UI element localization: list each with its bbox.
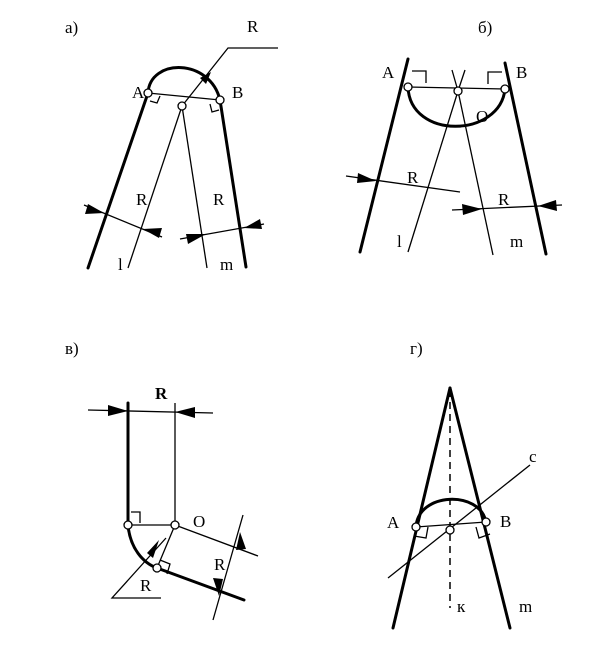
panel-b-point-center bbox=[453, 86, 463, 96]
panel-v: в) R O R R bbox=[65, 339, 259, 621]
panel-b-right-angle-b bbox=[487, 71, 502, 84]
panel-g-line-m-label: m bbox=[519, 597, 532, 616]
panel-b-point-o-label: O bbox=[476, 107, 488, 126]
panel-a-line-m-label: m bbox=[220, 255, 233, 274]
panel-a-point-b-label: B bbox=[232, 83, 243, 102]
panel-b-left-line bbox=[358, 57, 410, 254]
panel-g-chord bbox=[415, 521, 487, 528]
panel-b-label: б) bbox=[478, 18, 492, 37]
panel-g-right-angle-a bbox=[413, 526, 429, 539]
panel-v-parallel-inclined bbox=[174, 524, 259, 557]
panel-v-right-angle-2 bbox=[159, 559, 171, 575]
panel-a-dim-right-arrow2 bbox=[244, 219, 262, 229]
panel-v-dim-right-arrow1 bbox=[236, 532, 246, 550]
panel-v-radius-label-bottom: R bbox=[140, 576, 152, 595]
panel-g-label: г) bbox=[410, 339, 423, 358]
panel-a-dim-left-arrow1 bbox=[85, 204, 104, 214]
panel-v-point-o-label: O bbox=[193, 512, 205, 531]
panel-g-point-center bbox=[445, 525, 455, 535]
panel-a-right-angle-a bbox=[149, 95, 161, 104]
panel-a-label: а) bbox=[65, 18, 78, 37]
panel-g-point-b bbox=[481, 517, 491, 527]
panel-a-right-angle-b bbox=[209, 103, 220, 113]
panel-a: а) A B R R R l m bbox=[65, 17, 278, 274]
panel-b-point-b-label: B bbox=[516, 63, 527, 82]
panel-a-radius-arrow bbox=[200, 72, 211, 84]
panel-b-arc bbox=[406, 85, 507, 128]
panel-a-chord bbox=[147, 92, 221, 101]
panel-a-line-l bbox=[127, 105, 183, 269]
panel-v-radius-label-top: R bbox=[155, 384, 168, 403]
panel-v-dim-right bbox=[212, 514, 244, 621]
panel-b-point-b bbox=[500, 84, 510, 94]
panel-v-radius-arrow bbox=[147, 540, 159, 558]
panel-a-line-m bbox=[181, 105, 208, 269]
panel-g-line-k-label: к bbox=[457, 597, 466, 616]
panel-a-radius-label-left: R bbox=[136, 190, 148, 209]
panel-g-line-c bbox=[387, 464, 531, 579]
panel-v-label: в) bbox=[65, 339, 79, 358]
panel-v-dim-right-arrow2 bbox=[213, 578, 223, 596]
panel-b-dim-right-arrow2 bbox=[538, 200, 557, 211]
panel-v-arc bbox=[126, 523, 159, 570]
panel-a-right-line bbox=[218, 98, 248, 269]
panel-b-radius-label-right: R bbox=[498, 190, 510, 209]
panel-v-dim-top-arrow1 bbox=[108, 405, 128, 416]
panel-b-line-l-label: l bbox=[397, 232, 402, 251]
panel-v-point-tangent-1 bbox=[123, 520, 133, 530]
panel-g: г) A B c к m bbox=[387, 339, 537, 630]
panel-g-line-c-label: c bbox=[529, 447, 537, 466]
panel-a-dim-left-arrow2 bbox=[143, 228, 162, 238]
panel-b-point-a-label: A bbox=[382, 63, 395, 82]
panel-v-point-center bbox=[170, 520, 180, 530]
panel-b-dim-right-arrow1 bbox=[462, 204, 482, 215]
panel-b-line-l bbox=[407, 90, 459, 253]
panel-b-point-a bbox=[403, 82, 413, 92]
panel-v-inclined-line bbox=[155, 566, 246, 602]
panel-b-radius-label-left: R bbox=[407, 168, 419, 187]
panel-g-point-a bbox=[411, 522, 421, 532]
panel-a-point-a-label: A bbox=[132, 83, 145, 102]
panel-v-right-angle-1 bbox=[131, 511, 141, 523]
panel-b: б) A B O R R l m bbox=[345, 18, 563, 256]
panel-a-left-line bbox=[86, 91, 150, 270]
panel-v-radius-leader bbox=[110, 537, 167, 599]
panel-a-radius-label-right: R bbox=[213, 190, 225, 209]
panel-a-point-a bbox=[143, 88, 153, 98]
panel-b-right-line bbox=[503, 61, 548, 256]
panel-v-point-tangent-2 bbox=[152, 563, 162, 573]
panel-v-radius-inclined bbox=[156, 524, 176, 569]
panel-a-point-b bbox=[215, 95, 225, 105]
panel-v-dim-top-arrow2 bbox=[175, 407, 195, 418]
panel-b-right-angle-a bbox=[412, 70, 427, 83]
panel-a-dim-right-arrow1 bbox=[186, 234, 206, 244]
panel-b-dim-left-arrow bbox=[357, 173, 376, 183]
panel-a-line-l-label: l bbox=[118, 255, 123, 274]
panel-b-line-m bbox=[457, 90, 494, 256]
panel-g-left-line bbox=[391, 386, 452, 630]
panel-g-point-b-label: B bbox=[500, 512, 511, 531]
panel-b-line-m-label: m bbox=[510, 232, 523, 251]
panel-g-point-a-label: A bbox=[387, 513, 400, 532]
panel-a-radius-leader bbox=[181, 47, 278, 107]
panel-a-point-center bbox=[177, 101, 187, 111]
panel-a-arc bbox=[146, 66, 222, 102]
panel-v-radius-label-right: R bbox=[214, 555, 226, 574]
panel-g-right-angle-b bbox=[475, 526, 491, 539]
panel-a-radius-label-top: R bbox=[247, 17, 259, 36]
